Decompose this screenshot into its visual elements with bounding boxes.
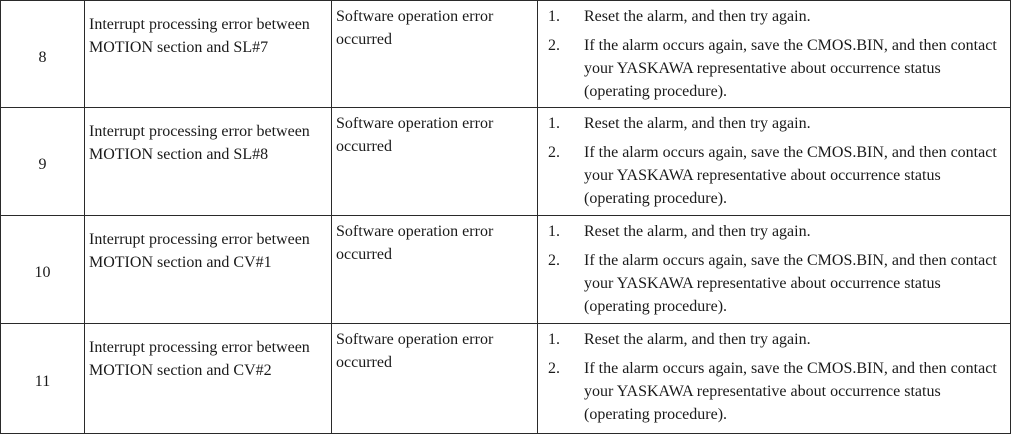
remedy-step: 1. Reset the alarm, and then try again. (548, 220, 1006, 243)
alarm-name: Interrupt processing error between MOTIO… (89, 16, 310, 56)
alarm-number: 9 (38, 156, 47, 173)
table-row: 8 Interrupt processing error between MOT… (0, 0, 1011, 108)
alarm-name-cell: Interrupt processing error between MOTIO… (84, 0, 332, 108)
alarm-number-cell: 11 (0, 323, 85, 434)
alarm-number: 8 (38, 48, 47, 66)
step-text: Reset the alarm, and then try again. (584, 223, 811, 240)
remedy-steps: 1. Reset the alarm, and then try again. 2… (538, 1, 1010, 103)
alarm-cause-cell: Software operation error occurred (331, 0, 538, 108)
alarm-remedy-cell: 1. Reset the alarm, and then try again. 2… (537, 0, 1011, 108)
remedy-step: 1. Reset the alarm, and then try again. (548, 112, 1006, 135)
alarm-number-cell: 8 (0, 0, 85, 108)
step-number: 2. (548, 360, 560, 377)
table-row: 11 Interrupt processing error between MO… (0, 323, 1011, 434)
remedy-step: 2. If the alarm occurs again, save the CM… (548, 34, 1006, 103)
remedy-steps: 1. Reset the alarm, and then try again. 2… (538, 324, 1010, 426)
alarm-number: 10 (34, 264, 51, 281)
step-text: If the alarm occurs again, save the CMOS… (584, 360, 997, 423)
step-number: 1. (548, 331, 560, 348)
alarm-remedy-cell: 1. Reset the alarm, and then try again. 2… (537, 323, 1011, 434)
alarm-cause: Software operation error occurred (336, 115, 494, 155)
remedy-step: 2. If the alarm occurs again, save the CM… (548, 249, 1006, 318)
remedy-steps: 1. Reset the alarm, and then try again. 2… (538, 216, 1010, 318)
remedy-step: 2. If the alarm occurs again, save the CM… (548, 357, 1006, 426)
alarm-name: Interrupt processing error between MOTIO… (89, 339, 310, 379)
alarm-number: 11 (34, 373, 51, 390)
alarm-remedy-cell: 1. Reset the alarm, and then try again. 2… (537, 215, 1011, 324)
table-row: 9 Interrupt processing error between MOT… (0, 107, 1011, 216)
step-text: If the alarm occurs again, save the CMOS… (584, 144, 997, 207)
alarm-cause: Software operation error occurred (336, 331, 494, 371)
step-number: 2. (548, 252, 560, 269)
alarm-cause: Software operation error occurred (336, 223, 494, 263)
alarm-cause: Software operation error occurred (336, 8, 494, 48)
step-number: 1. (548, 115, 560, 132)
step-number: 2. (548, 144, 560, 161)
alarm-name: Interrupt processing error between MOTIO… (89, 123, 310, 163)
step-text: Reset the alarm, and then try again. (584, 115, 811, 132)
remedy-step: 1. Reset the alarm, and then try again. (548, 5, 1006, 28)
alarm-cause-cell: Software operation error occurred (331, 323, 538, 434)
alarm-name-cell: Interrupt processing error between MOTIO… (84, 323, 332, 434)
table-row: 10 Interrupt processing error between MO… (0, 215, 1011, 324)
remedy-step: 2. If the alarm occurs again, save the CM… (548, 141, 1006, 210)
step-text: If the alarm occurs again, save the CMOS… (584, 252, 997, 315)
step-number: 2. (548, 37, 560, 54)
alarm-cause-cell: Software operation error occurred (331, 107, 538, 216)
alarm-cause-cell: Software operation error occurred (331, 215, 538, 324)
alarm-number-cell: 9 (0, 107, 85, 216)
alarm-name: Interrupt processing error between MOTIO… (89, 231, 310, 271)
step-text: If the alarm occurs again, save the CMOS… (584, 37, 997, 100)
alarm-name-cell: Interrupt processing error between MOTIO… (84, 215, 332, 324)
remedy-steps: 1. Reset the alarm, and then try again. 2… (538, 108, 1010, 210)
step-number: 1. (548, 8, 560, 25)
step-text: Reset the alarm, and then try again. (584, 331, 811, 348)
remedy-step: 1. Reset the alarm, and then try again. (548, 328, 1006, 351)
alarm-name-cell: Interrupt processing error between MOTIO… (84, 107, 332, 216)
step-text: Reset the alarm, and then try again. (584, 8, 811, 25)
alarm-number-cell: 10 (0, 215, 85, 324)
step-number: 1. (548, 223, 560, 240)
alarm-remedy-cell: 1. Reset the alarm, and then try again. 2… (537, 107, 1011, 216)
